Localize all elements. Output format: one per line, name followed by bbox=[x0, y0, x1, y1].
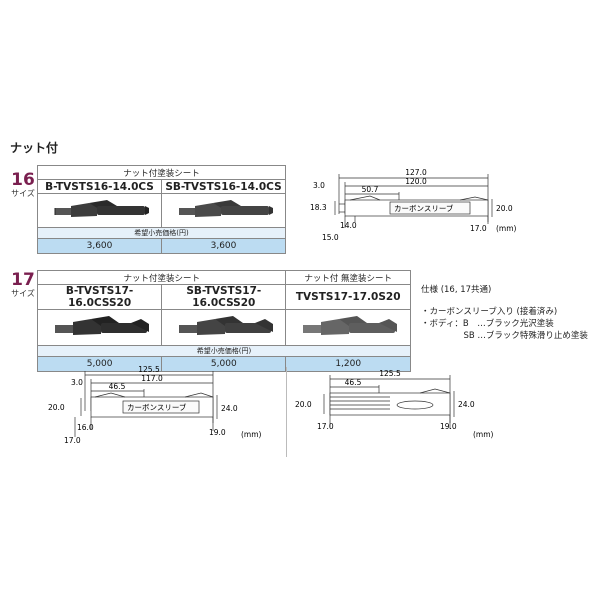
size-16-number: 16 bbox=[11, 170, 35, 190]
dim-16-nut: 50.7 bbox=[362, 185, 379, 194]
dim-17a-inner: 19.0 bbox=[209, 428, 226, 437]
size-17-category-coated: ナット付塗装シート bbox=[36, 270, 287, 285]
spec-line-1: ・カーボンスリーブ入り (接着済み) bbox=[421, 307, 558, 317]
size-17-price-2: 5,000 bbox=[161, 356, 287, 372]
dim-16-inner: 17.0 bbox=[470, 224, 487, 233]
dim-16-id: 14.0 bbox=[340, 221, 357, 230]
dim-17a-nut: 46.5 bbox=[109, 382, 126, 391]
size-17-product-image-2 bbox=[161, 309, 287, 346]
size-16-price-1: 3,600 bbox=[37, 238, 162, 254]
size-16-product-image-2 bbox=[161, 193, 286, 228]
dim-17a-end: 17.0 bbox=[64, 436, 81, 445]
size-16-product-image-1 bbox=[37, 193, 162, 228]
dim-16-unit: (mm) bbox=[496, 224, 517, 233]
size-17-label: 17 サイズ bbox=[10, 272, 36, 298]
size-17-price-3: 1,200 bbox=[285, 356, 411, 372]
reel-seat-image bbox=[178, 316, 273, 335]
dim-16-thread: 3.0 bbox=[313, 181, 325, 190]
size-17-table: ナット付塗装シート ナット付 無塗装シート B-TVSTS17-16.0CSS2… bbox=[36, 270, 411, 372]
reel-seat-image bbox=[54, 316, 149, 335]
size-17-model-3: TVSTS17-17.0S20 bbox=[285, 284, 411, 310]
size-17-price-header: 希望小売価格(円) bbox=[37, 345, 411, 357]
dim-17b-nut: 46.5 bbox=[345, 378, 362, 387]
dim-17a-unit: (mm) bbox=[241, 430, 262, 439]
size-17-price-1: 5,000 bbox=[36, 356, 163, 372]
dim-17a-od-right: 24.0 bbox=[221, 404, 238, 413]
dim-17b-od-left: 20.0 bbox=[295, 400, 312, 409]
spec-line-3: SB …ブラック特殊滑り止め塗装 bbox=[421, 331, 588, 341]
dim-17b-total: 125.5 bbox=[379, 369, 401, 378]
size-16-table: ナット付塗装シート B-TVSTS16-14.0CS SB-TVSTS16-14… bbox=[37, 165, 286, 254]
size-16-model-1: B-TVSTS16-14.0CS bbox=[37, 179, 162, 194]
dim-17b-inner: 19.0 bbox=[440, 422, 457, 431]
dim-17a-body: 117.0 bbox=[141, 374, 163, 383]
spec-title: 仕様 (16, 17共通) bbox=[421, 285, 492, 295]
dim-17a-od-left: 20.0 bbox=[48, 403, 65, 412]
size-16-text: サイズ bbox=[11, 189, 35, 198]
dim-17a-total: 125.5 bbox=[138, 365, 160, 374]
size-17-model-2: SB-TVSTS17-16.0CSS20 bbox=[161, 284, 287, 310]
dim-16-od-left: 18.3 bbox=[310, 203, 327, 212]
size-16-dimension-drawing: 127.0 120.0 50.7 3.0 18.3 14.0 15.0 17.0… bbox=[310, 168, 517, 242]
dim-16-sleeve-label: カーボンスリーブ bbox=[394, 203, 454, 213]
section-title: ナット付 bbox=[10, 141, 59, 155]
size-17-text: サイズ bbox=[11, 289, 35, 298]
size-16-price-2: 3,600 bbox=[161, 238, 286, 254]
size-16-price-header: 希望小売価格(円) bbox=[37, 227, 286, 239]
size-17-uncoated-dimension-drawing: 125.5 46.5 20.0 17.0 19.0 24.0 (mm) bbox=[295, 369, 494, 439]
size-16-label: 16 サイズ bbox=[10, 172, 36, 198]
spec-line-2: ・ボディ：B …ブラック光沢塗装 bbox=[421, 319, 554, 329]
size-17-category-uncoated: ナット付 無塗装シート bbox=[285, 270, 411, 285]
dim-17a-sleeve-label: カーボンスリーブ bbox=[127, 402, 187, 412]
dim-16-end: 15.0 bbox=[322, 233, 339, 242]
size-17-product-image-3 bbox=[285, 309, 411, 346]
dim-17b-unit: (mm) bbox=[473, 430, 494, 439]
size-16-category: ナット付塗装シート bbox=[37, 165, 286, 180]
size-16-model-2: SB-TVSTS16-14.0CS bbox=[161, 179, 286, 194]
reel-seat-image bbox=[303, 316, 398, 335]
dim-17a-id: 16.0 bbox=[77, 423, 94, 432]
dim-16-body: 120.0 bbox=[405, 177, 427, 186]
reel-seat-image bbox=[178, 200, 273, 217]
size-17-model-1: B-TVSTS17-16.0CSS20 bbox=[36, 284, 163, 310]
reel-seat-image bbox=[54, 200, 149, 217]
dim-17b-end: 17.0 bbox=[317, 422, 334, 431]
size-17-coated-dimension-drawing: 125.5 117.0 46.5 3.0 20.0 16.0 17.0 19.0… bbox=[48, 365, 262, 445]
size-17-number: 17 bbox=[11, 270, 35, 290]
dim-16-total: 127.0 bbox=[405, 168, 427, 177]
dim-17a-thread: 3.0 bbox=[71, 378, 83, 387]
dim-17b-od-right: 24.0 bbox=[458, 400, 475, 409]
size-17-product-image-1 bbox=[36, 309, 163, 346]
drawing-divider bbox=[286, 367, 287, 457]
dim-16-od-right: 20.0 bbox=[496, 204, 513, 213]
